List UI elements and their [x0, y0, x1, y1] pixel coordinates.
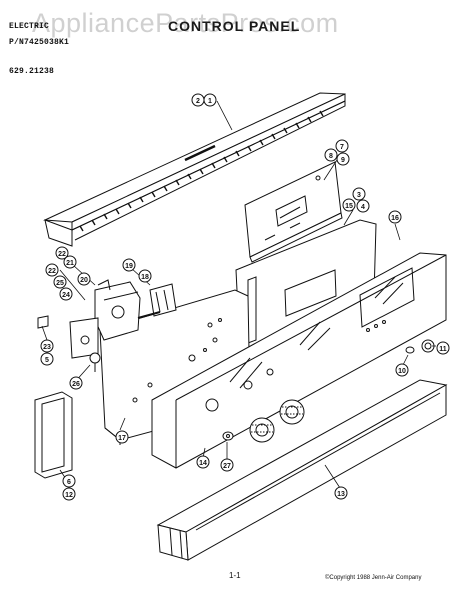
svg-text:3: 3	[357, 192, 361, 199]
svg-text:15: 15	[345, 203, 353, 210]
callout-15: 15	[342, 198, 356, 212]
svg-text:22: 22	[58, 251, 66, 258]
callout-12: 12	[62, 487, 76, 501]
svg-text:21: 21	[66, 260, 74, 267]
svg-text:12: 12	[65, 492, 73, 499]
callout-27: 27	[220, 458, 234, 472]
svg-text:2: 2	[196, 98, 200, 105]
callout-25: 25	[53, 275, 67, 289]
svg-text:16: 16	[391, 215, 399, 222]
callout-8: 8	[324, 148, 338, 162]
svg-text:8: 8	[329, 153, 333, 160]
model-line-1: ELECTRIC	[9, 22, 50, 31]
svg-text:22: 22	[48, 268, 56, 275]
callout-9: 9	[336, 152, 350, 166]
watermark: AppliancePartsPros.com	[32, 8, 339, 38]
svg-text:18: 18	[141, 274, 149, 281]
svg-text:6: 6	[67, 479, 71, 486]
svg-text:27: 27	[223, 463, 231, 470]
svg-text:14: 14	[199, 460, 207, 467]
svg-text:25: 25	[56, 280, 64, 287]
svg-text:13: 13	[337, 491, 345, 498]
svg-text:7: 7	[340, 144, 344, 151]
switch-shaft-26[interactable]	[89, 352, 101, 372]
svg-text:19: 19	[125, 263, 133, 270]
front-glass-panel[interactable]	[151, 252, 447, 469]
callout-4: 4	[356, 199, 370, 213]
diagram-title: CONTROL PANEL	[168, 18, 301, 34]
display-circuit-board[interactable]	[244, 161, 343, 263]
clip-23[interactable]	[37, 315, 49, 329]
control-knob-left[interactable]	[249, 417, 275, 443]
control-knob-right[interactable]	[279, 399, 305, 425]
copyright-notice: ©Copyright 1988 Jenn-Air Company	[325, 575, 422, 581]
model-line-2: P/N7425038K1	[9, 38, 70, 47]
mounting-bracket-24-25[interactable]	[69, 317, 99, 359]
small-knob-10[interactable]	[405, 346, 415, 354]
callout-23: 23	[40, 339, 54, 353]
svg-text:11: 11	[439, 346, 447, 353]
callout-14: 14	[196, 455, 210, 469]
svg-text:26: 26	[72, 381, 80, 388]
callout-3: 3	[352, 187, 366, 201]
callout-24: 24	[59, 287, 73, 301]
page-number: 1-1	[229, 571, 241, 580]
callout-2: 2	[191, 93, 205, 107]
callout-22: 22	[45, 263, 59, 277]
callouts: 2 1 7 8 9 3 15 4 16 22 21 19 22 20 18 25…	[40, 93, 450, 501]
reference-number: 629.21238	[9, 67, 55, 76]
callout-6: 6	[62, 474, 76, 488]
svg-text:5: 5	[45, 357, 49, 364]
svg-text:24: 24	[62, 292, 70, 299]
svg-text:17: 17	[118, 435, 126, 442]
callout-17: 17	[115, 430, 129, 444]
callout-26: 26	[69, 376, 83, 390]
callout-22-top: 22	[55, 246, 69, 260]
callout-13: 13	[334, 486, 348, 500]
callout-20: 20	[77, 272, 91, 286]
knob-shaft-27[interactable]	[222, 431, 234, 441]
callout-16: 16	[388, 210, 402, 224]
callout-10: 10	[395, 363, 409, 377]
callout-7: 7	[335, 139, 349, 153]
svg-text:10: 10	[398, 368, 406, 375]
svg-text:9: 9	[341, 157, 345, 164]
top-trim-bar[interactable]	[43, 92, 346, 247]
callout-5: 5	[40, 352, 54, 366]
svg-text:20: 20	[80, 277, 88, 284]
switch-18-19[interactable]	[149, 283, 177, 317]
callout-19: 19	[122, 258, 136, 272]
callout-1: 1	[203, 93, 217, 107]
svg-text:1: 1	[208, 98, 212, 105]
end-cap-6-12[interactable]	[34, 391, 73, 479]
callout-18: 18	[138, 269, 152, 283]
bottom-trim-channel[interactable]	[156, 379, 448, 561]
callout-21: 21	[63, 255, 77, 269]
svg-text:4: 4	[361, 204, 365, 211]
svg-text:23: 23	[43, 344, 51, 351]
callout-11: 11	[436, 341, 450, 355]
